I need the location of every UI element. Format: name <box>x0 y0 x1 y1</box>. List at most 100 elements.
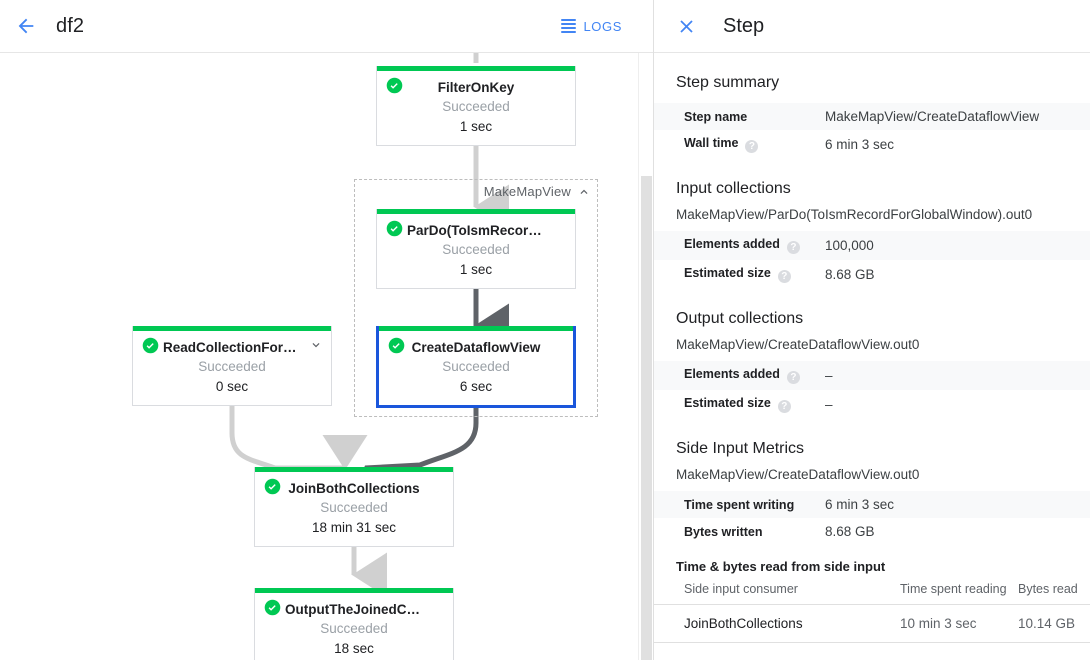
column-header-bytes-read: Bytes read <box>1018 578 1090 605</box>
node-status: Succeeded <box>198 359 266 374</box>
table-row: Time spent writing 6 min 3 sec <box>654 491 1090 518</box>
node-time: 0 sec <box>215 379 249 394</box>
row-key: Estimated size? <box>654 390 822 419</box>
column-header-time-spent-reading: Time spent reading <box>900 578 1018 605</box>
table-row: Estimated size? – <box>654 390 1090 419</box>
node-status: Succeeded <box>442 242 510 257</box>
row-key: Estimated size? <box>654 260 822 289</box>
row-key-label: Wall time <box>684 136 739 150</box>
node-body: FilterOnKey Succeeded 1 sec <box>377 71 575 145</box>
side-input-consumer-table: Side input consumer Time spent reading B… <box>654 578 1090 643</box>
row-key: Time spent writing <box>654 491 822 518</box>
logs-button[interactable]: LOGS <box>557 13 626 40</box>
logs-button-label: LOGS <box>583 18 622 34</box>
node-body: OutputTheJoinedCollec… Succeeded 18 sec <box>255 593 453 660</box>
table-row: Estimated size? 8.68 GB <box>654 260 1090 289</box>
job-toolbar: df2 LOGS <box>0 0 653 53</box>
table-row: Elements added? 100,000 <box>654 231 1090 260</box>
node-body: JoinBothCollections Succeeded 18 min 31 … <box>255 472 453 546</box>
back-button[interactable] <box>6 6 46 46</box>
node-status-bar <box>133 326 331 331</box>
row-value: 8.68 GB <box>825 267 875 282</box>
input-collection-name: MakeMapView/ParDo(ToIsmRecordForGlobalWi… <box>676 207 1033 222</box>
step-panel-body: Step summary Step name MakeMapView/Creat… <box>654 53 1090 660</box>
row-key-label: Estimated size <box>684 396 771 410</box>
graph-node-pardo-toismrecord[interactable]: ParDo(ToIsmRecordFor… Succeeded 1 sec <box>376 209 576 289</box>
job-graph-pane: df2 LOGS <box>0 0 654 660</box>
node-time: 18 min 31 sec <box>311 520 397 535</box>
row-value: MakeMapView/CreateDataflowView <box>825 109 1040 124</box>
row-key: Bytes written <box>654 518 822 545</box>
column-header-consumer: Side input consumer <box>654 578 900 605</box>
row-key-label: Step name <box>684 109 748 124</box>
step-summary-heading: Step summary <box>676 74 780 91</box>
step-panel-title: Step <box>723 14 765 37</box>
close-button[interactable] <box>666 6 706 46</box>
side-input-subheading: Time & bytes read from side input <box>676 559 886 574</box>
check-circle-icon <box>142 337 159 354</box>
close-icon <box>679 19 693 33</box>
node-status: Succeeded <box>442 359 510 374</box>
group-label: MakeMapView <box>483 184 571 199</box>
graph-scrollbar[interactable] <box>638 53 653 660</box>
node-title: CreateDataflowView <box>411 340 541 355</box>
graph-node-output-the-joined-collection[interactable]: OutputTheJoinedCollec… Succeeded 18 sec <box>254 588 454 660</box>
node-status-bar <box>255 467 453 472</box>
table-header-row: Side input consumer Time spent reading B… <box>654 578 1090 605</box>
page-title: df2 <box>56 14 85 37</box>
node-title: ReadCollectionForJoin <box>163 340 311 355</box>
graph-node-filter-on-key[interactable]: FilterOnKey Succeeded 1 sec <box>376 66 576 146</box>
help-icon[interactable]: ? <box>777 400 791 413</box>
side-input-metrics-table: Time spent writing 6 min 3 sec Bytes wri… <box>654 491 1090 545</box>
row-value: 6 min 3 sec <box>825 137 895 152</box>
node-body: ReadCollectionForJoin Succeeded 0 sec <box>133 331 331 405</box>
job-graph-canvas[interactable]: MakeMapView FilterOnKey Succeeded 1 sec <box>0 53 653 660</box>
step-panel-header: Step <box>654 0 1090 53</box>
check-circle-icon <box>264 599 281 616</box>
step-summary-table: Step name MakeMapView/CreateDataflowView… <box>654 103 1090 159</box>
node-title: FilterOnKey <box>437 80 515 95</box>
node-status-bar <box>255 588 453 593</box>
check-circle-icon <box>386 77 403 94</box>
row-key: Elements added? <box>654 361 822 390</box>
row-value: – <box>825 368 833 383</box>
row-key-label: Elements added <box>684 367 780 381</box>
graph-scrollbar-thumb[interactable] <box>641 176 652 660</box>
node-status: Succeeded <box>442 99 510 114</box>
row-key: Step name <box>654 103 822 130</box>
node-body: CreateDataflowView Succeeded 6 sec <box>379 331 573 405</box>
input-collections-table: Elements added? 100,000 Estimated size? … <box>654 231 1090 289</box>
node-status: Succeeded <box>320 621 388 636</box>
help-icon[interactable]: ? <box>745 140 759 153</box>
node-status-bar <box>379 326 573 331</box>
help-icon[interactable]: ? <box>777 270 791 283</box>
node-time: 1 sec <box>459 262 493 277</box>
output-collections-heading: Output collections <box>676 310 804 327</box>
output-collections-table: Elements added? – Estimated size? – <box>654 361 1090 419</box>
node-status-bar <box>377 209 575 214</box>
graph-node-join-both-collections[interactable]: JoinBothCollections Succeeded 18 min 31 … <box>254 467 454 547</box>
cell-consumer: JoinBothCollections <box>654 604 900 643</box>
node-status: Succeeded <box>320 500 388 515</box>
row-key-label: Estimated size <box>684 266 771 280</box>
step-details-pane: Step Step summary Step name MakeMapView/… <box>654 0 1090 660</box>
table-body: JoinBothCollections 10 min 3 sec 10.14 G… <box>654 604 1090 643</box>
check-circle-icon <box>386 220 403 237</box>
node-title: ParDo(ToIsmRecordFor… <box>407 223 571 238</box>
help-icon[interactable]: ? <box>786 371 800 384</box>
chevron-up-icon[interactable] <box>577 185 591 199</box>
row-key-label: Elements added <box>684 237 780 251</box>
table-row: Step name MakeMapView/CreateDataflowView <box>654 103 1090 130</box>
help-icon[interactable]: ? <box>786 241 800 254</box>
cell-time-spent-reading: 10 min 3 sec <box>900 604 1018 643</box>
row-value: 6 min 3 sec <box>825 497 895 512</box>
row-key: Elements added? <box>654 231 822 260</box>
node-status-bar <box>377 66 575 71</box>
node-time: 1 sec <box>459 119 493 134</box>
group-make-map-view: MakeMapView <box>354 179 598 417</box>
graph-node-create-dataflow-view[interactable]: CreateDataflowView Succeeded 6 sec <box>376 326 576 408</box>
chevron-down-icon[interactable] <box>309 338 323 352</box>
output-collection-name: MakeMapView/CreateDataflowView.out0 <box>676 337 920 352</box>
check-circle-icon <box>388 337 405 354</box>
graph-node-read-collection-for-join[interactable]: ReadCollectionForJoin Succeeded 0 sec <box>132 326 332 406</box>
